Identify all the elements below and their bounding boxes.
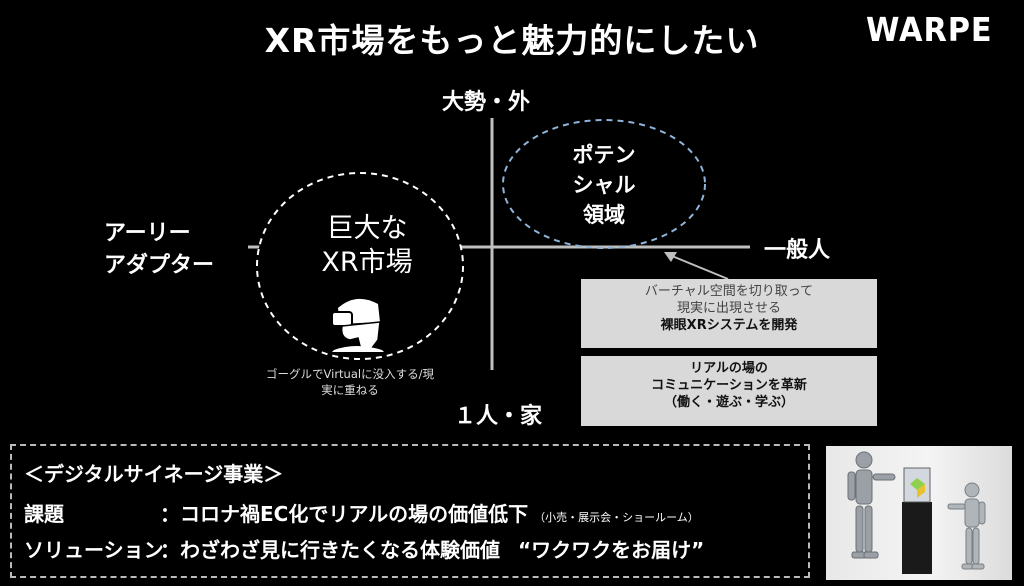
naked-eye-xr-box: バーチャル空間を切り取って 現実に出現させる 裸眼XRシステムを開発 — [581, 279, 877, 348]
solution-text: ：わざわざ見に行きたくなる体験価値 — [160, 538, 500, 562]
big-market-label: 巨大な XR市場 — [292, 212, 442, 280]
product-photo-illustration — [847, 451, 986, 574]
big-market-circle — [256, 172, 464, 360]
axis-label-top: 大勢・外 — [442, 90, 531, 115]
arrow-head — [664, 252, 677, 262]
solution-row: ソリューション：わざわざ見に行きたくなる体験価値 “ワクワクをお届け” — [24, 534, 704, 563]
xr-object — [910, 478, 925, 490]
box1-line3: 裸眼XRシステムを開発 — [660, 318, 798, 333]
potential-line1: ポテン — [572, 143, 636, 167]
axis-label-right: 一般人 — [764, 238, 831, 263]
arrow-line — [671, 255, 729, 280]
solution-label: ソリューション — [24, 538, 164, 562]
potential-area-label: ポテン シャル 領域 — [536, 140, 672, 230]
box2-line2: コミュニケーションを革新 — [651, 378, 807, 393]
issue-row: 課題 ：コロナ禍EC化でリアルの場の価値低下 （小売・展示会・ショールーム） — [24, 498, 699, 527]
axis-label-left-line2: アダプター — [104, 253, 215, 278]
robot-figure-right — [947, 482, 986, 570]
product-photo — [826, 446, 1012, 580]
issue-label: 課題 — [24, 502, 64, 526]
potential-line2: シャル — [572, 173, 636, 197]
solution-quote: “ワクワクをお届け” — [518, 538, 705, 562]
axis-label-bottom: １人・家 — [454, 404, 543, 429]
issue-note: （小売・展示会・ショールーム） — [534, 511, 699, 524]
box1-line2: 現実に出現させる — [676, 301, 781, 316]
big-market-line1: 巨大な — [326, 213, 408, 244]
company-logo: WARPE — [866, 10, 993, 49]
communication-box: リアルの場の コミュニケーションを革新 （働く・遊ぶ・学ぶ） — [581, 356, 877, 426]
axis-label-left-line1: アーリー — [104, 221, 191, 246]
issue-text: ：コロナ禍EC化でリアルの場の価値低下 — [160, 502, 529, 526]
robot-figure-left — [847, 451, 896, 559]
digital-signage-frame — [10, 444, 810, 578]
digital-signage-heading: ＜デジタルサイネージ事業＞ — [24, 462, 284, 486]
goggle-caption: ゴーグルでVirtualに没入する/現 実に重ねる — [240, 366, 460, 398]
big-market-line2: XR市場 — [321, 247, 413, 278]
potential-area-circle — [502, 119, 706, 249]
goggle-caption-line2: 実に重ねる — [321, 383, 379, 397]
display-pedestal — [902, 502, 932, 574]
box2-line3: （働く・遊ぶ・学ぶ） — [663, 395, 794, 410]
potential-line3: 領域 — [583, 203, 625, 227]
page-title: XR市場をもっと魅力的にしたい — [264, 21, 760, 60]
vr-headset-user-icon — [331, 298, 384, 352]
goggle-caption-line1: ゴーグルでVirtualに没入する/現 — [266, 367, 434, 381]
box2-line1: リアルの場の — [690, 361, 768, 376]
box1-line1: バーチャル空間を切り取って — [644, 284, 814, 299]
axis-label-left: アーリー アダプター — [104, 218, 214, 282]
